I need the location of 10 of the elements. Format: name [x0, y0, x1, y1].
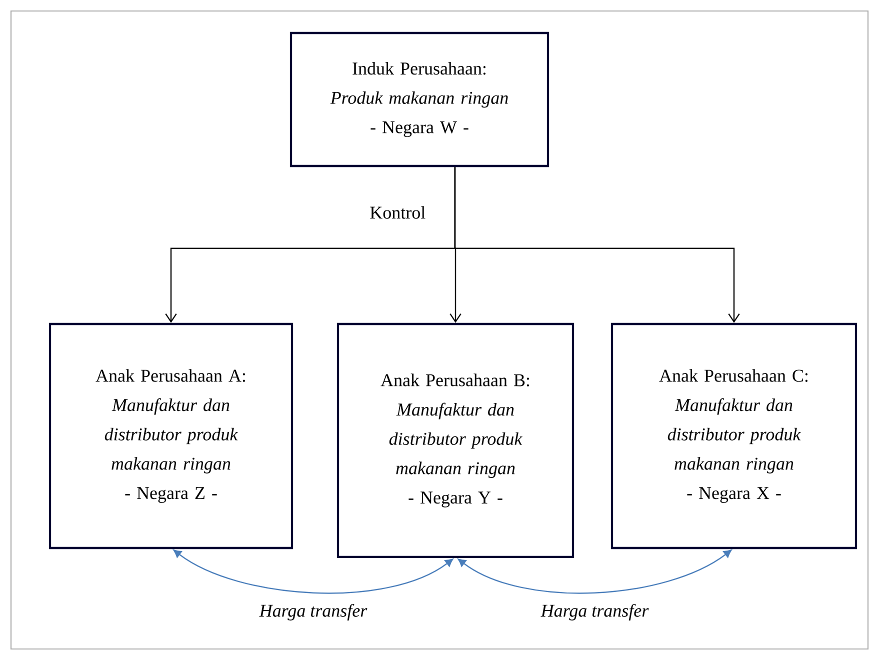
edge-label: Harga transfer — [259, 604, 368, 620]
arrow — [458, 550, 732, 594]
company-box: Induk Perusahaan: Produk makanan ringan - Negara W - — [290, 32, 550, 168]
company-box: Anak Perusahaan C: Manufaktur dan distributor produk makanan ringan - Negara X - — [610, 322, 858, 550]
company-box: Anak Perusahaan B: Manufaktur dan distributor produk makanan ringan - Negara Y - — [336, 322, 574, 558]
edge-label: Kontrol — [370, 206, 426, 219]
arrow — [454, 167, 740, 323]
edge-label: Harga transfer — [540, 604, 649, 620]
company-box: Anak Perusahaan A: Manufaktur dan distributor produk makanan ringan - Negara Z - — [48, 322, 294, 550]
arrow — [173, 550, 454, 594]
